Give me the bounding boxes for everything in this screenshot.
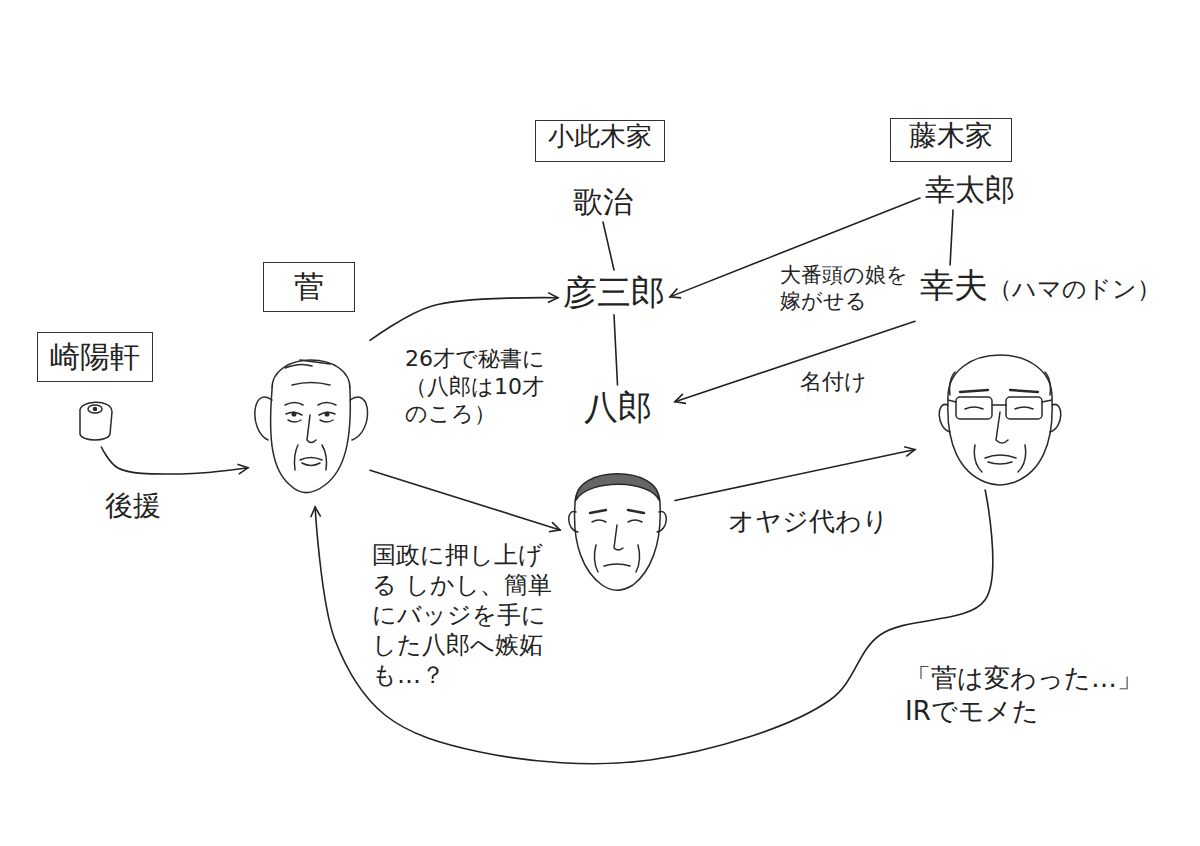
person-group: 幸夫（ハマのドン）	[915, 265, 1175, 490]
shumai-line	[88, 405, 102, 413]
face-line	[996, 412, 1008, 443]
face-line	[948, 400, 1052, 405]
person-name: 八郎	[560, 387, 675, 428]
face-eye	[292, 412, 296, 416]
face-glasses	[1006, 397, 1042, 419]
face-line	[594, 545, 639, 572]
connector	[950, 210, 953, 265]
face-line	[948, 355, 1052, 485]
connector	[101, 447, 248, 474]
shumai-dot	[94, 408, 97, 411]
person-heading: 菅	[263, 262, 355, 312]
face-line	[300, 458, 322, 466]
family-box: 藤木家	[890, 118, 1012, 162]
face-line	[960, 390, 1038, 392]
person-name: 彦三郎	[563, 272, 665, 313]
person-group: 菅	[248, 262, 370, 507]
shumai-icon	[80, 402, 112, 440]
face-line	[590, 510, 644, 513]
face-line	[604, 564, 630, 566]
edge-label: 大番頭の娘を嫁がせる	[780, 262, 908, 315]
edge-label: オヤジ代わり	[728, 505, 889, 538]
suga-face	[255, 360, 368, 493]
face-line	[285, 403, 336, 406]
face-line	[592, 520, 642, 522]
face-line	[307, 415, 316, 443]
person-name-box: 彦三郎	[558, 270, 670, 315]
face-line	[974, 445, 1025, 472]
person-name-box: 歌治	[568, 182, 638, 222]
edge-label: 「菅は変わった…」 IRでモメた	[905, 662, 1167, 727]
family-heading: 藤木家	[909, 119, 993, 153]
person-name-box: 幸太郎	[920, 170, 1020, 210]
sponsor-heading: 崎陽軒	[37, 332, 153, 382]
person-group: 八郎	[560, 385, 675, 595]
edge-label: 国政に押し上げる しかし、簡単にバッジを手にした八郎へ嫉妬も…？	[372, 540, 562, 690]
face-line	[569, 512, 667, 532]
connector	[370, 298, 558, 341]
edge-label: 名付け	[800, 368, 867, 396]
connector	[675, 450, 915, 501]
face-line	[950, 372, 1051, 395]
person-name: 歌治	[573, 184, 633, 220]
face-line	[614, 525, 623, 550]
face-eye	[325, 412, 329, 416]
hachiro-face	[569, 474, 667, 591]
edge-label: 後援	[105, 488, 161, 523]
face-line	[965, 407, 1033, 409]
connector	[603, 222, 614, 270]
face-line	[294, 445, 326, 470]
edge-label: 26才で秘書に（八郎は10才のころ）	[405, 345, 555, 428]
name-note: （ハマのドン）	[988, 275, 1161, 304]
person-name: 幸太郎	[925, 172, 1015, 208]
connector	[614, 315, 618, 385]
shumai-line	[80, 402, 112, 440]
family-heading: 小此木家	[548, 121, 652, 152]
connector	[315, 490, 993, 764]
face-hair	[576, 474, 659, 500]
connector	[675, 321, 915, 402]
face-line	[255, 397, 272, 440]
face-glasses	[956, 397, 992, 419]
sponsor-group: 崎陽軒	[32, 332, 158, 447]
yukio-face	[939, 355, 1061, 485]
family-box: 小此木家	[535, 120, 665, 162]
person-name: 幸夫	[920, 265, 988, 306]
face-line	[985, 455, 1016, 464]
face-line	[350, 397, 368, 440]
connector	[370, 470, 560, 530]
face-line	[271, 360, 351, 493]
face-line	[575, 475, 661, 590]
face-line	[285, 360, 330, 385]
